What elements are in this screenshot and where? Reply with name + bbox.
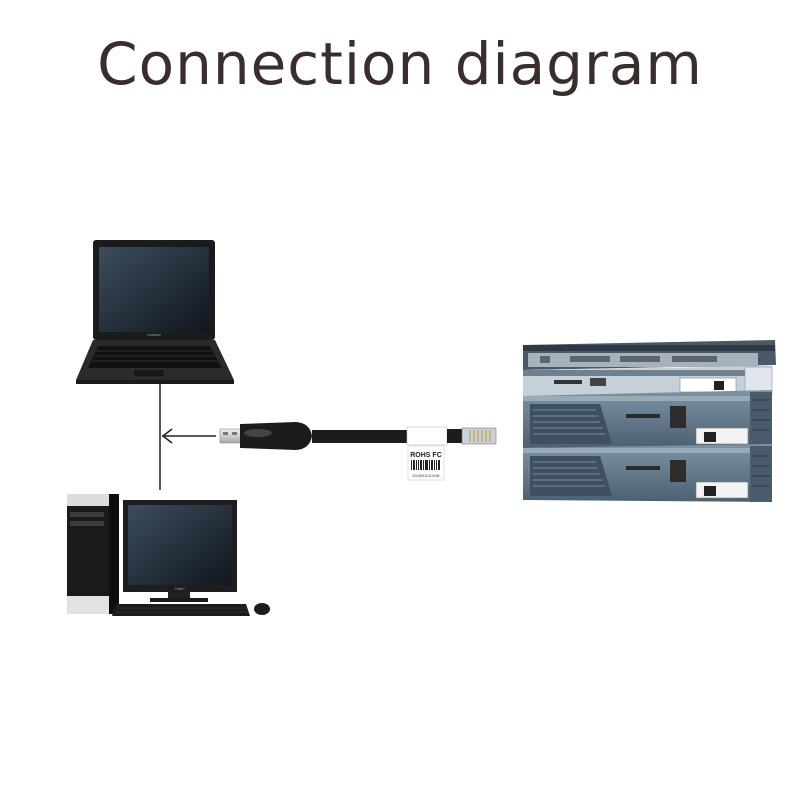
barcode — [411, 460, 440, 470]
router-stack — [523, 340, 776, 502]
cable-serial: 20130910110166 — [413, 474, 440, 478]
cable-compliance-text: ROHS FC — [410, 452, 442, 459]
connection-lines — [159, 384, 216, 490]
desktop-computer: Haier — [67, 494, 270, 616]
laptop-brand: Lenovo — [147, 332, 161, 337]
usb-console-cable — [219, 422, 497, 450]
desktop-brand: Haier — [175, 586, 185, 591]
laptop: Lenovo — [76, 240, 234, 384]
cable-label-tag: ROHS FC 20130910110166 — [407, 445, 445, 481]
diagram-title: Connection diagram — [97, 30, 703, 98]
